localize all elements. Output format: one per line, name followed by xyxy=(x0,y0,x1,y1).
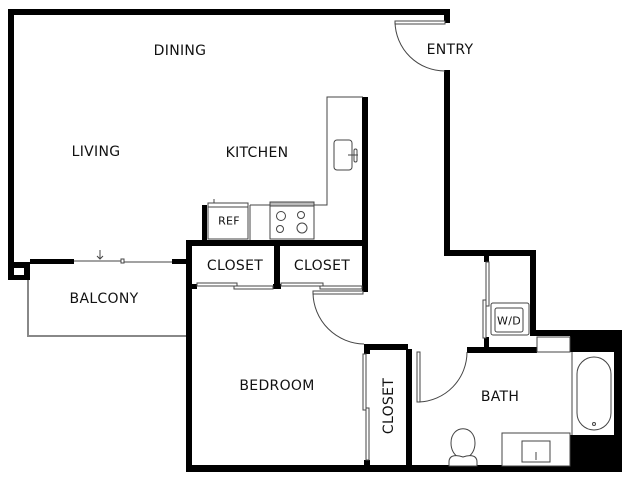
wall-corridor-bottom xyxy=(444,250,536,256)
refrigerator-icon xyxy=(207,199,249,240)
bath-door[interactable] xyxy=(416,351,468,403)
appliance-label-wd: W/D xyxy=(497,314,521,328)
room-label-closet-1: CLOSET xyxy=(206,258,264,274)
wall-bath-top-right xyxy=(570,330,622,352)
wall-left xyxy=(8,9,14,279)
room-label-kitchen: KITCHEN xyxy=(225,145,289,161)
sink-icon xyxy=(333,139,358,171)
vanity-icon xyxy=(501,432,571,467)
bathtub-icon xyxy=(571,352,614,435)
linen-shelf xyxy=(536,336,571,353)
wall-entry-right xyxy=(444,70,450,255)
washer-dryer-icon xyxy=(490,302,530,336)
wall-bottom xyxy=(186,465,622,472)
wall-bedroom-left xyxy=(186,240,192,472)
wall-bath-top xyxy=(467,347,537,353)
appliance-label-ref: REF xyxy=(218,214,240,228)
wall-wd-right xyxy=(530,250,536,336)
wall-kitchen-right xyxy=(362,97,368,292)
wd-closet-doors[interactable] xyxy=(482,261,490,339)
room-label-bath: BATH xyxy=(480,389,520,405)
room-label-dining: DINING xyxy=(153,43,207,59)
balcony-slider-door[interactable] xyxy=(74,250,172,264)
walls xyxy=(8,9,622,472)
closet-doors[interactable] xyxy=(196,282,363,290)
room-label-entry: ENTRY xyxy=(426,42,474,58)
stove-icon xyxy=(269,201,315,240)
wall-top xyxy=(8,9,450,15)
bedroom-door[interactable] xyxy=(312,290,365,345)
wall-living-bottom xyxy=(30,259,74,264)
room-label-bedroom: BEDROOM xyxy=(239,378,315,394)
room-label-closet-3: CLOSET xyxy=(381,377,397,435)
wall-bath-right xyxy=(614,330,622,472)
balcony-railing xyxy=(27,280,186,337)
room-label-balcony: BALCONY xyxy=(69,291,139,307)
bedroom-closet-doors[interactable] xyxy=(362,353,370,461)
wall-bedroom-closet-right xyxy=(406,349,412,469)
wall-bedroom-closet-top xyxy=(364,344,408,350)
entry-door[interactable] xyxy=(394,20,446,72)
wall-entry-stub xyxy=(444,9,450,23)
room-label-living: LIVING xyxy=(71,144,121,160)
toilet-icon xyxy=(448,428,478,467)
wall-living-bottom-left xyxy=(8,262,30,268)
room-label-closet-2: CLOSET xyxy=(293,258,351,274)
